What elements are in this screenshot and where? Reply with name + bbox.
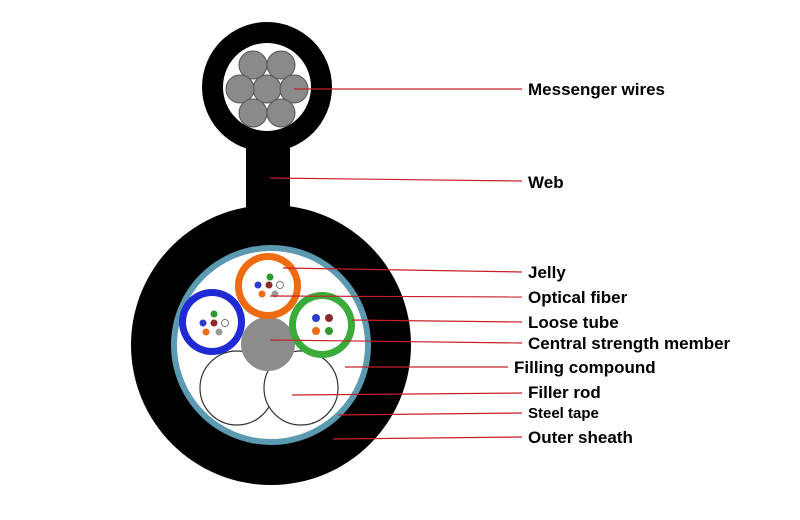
optical-fiber: [210, 310, 218, 318]
label-outer-sheath: Outer sheath: [528, 428, 633, 447]
messenger-wire: [252, 74, 282, 104]
leader-line-outer-sheath: [332, 436, 523, 440]
label-messenger-wires: Messenger wires: [528, 80, 665, 99]
messenger-wire: [238, 50, 268, 80]
label-filling-compound: Filling compound: [514, 358, 656, 377]
loose-tube-green: [289, 292, 355, 358]
label-web: Web: [528, 173, 564, 192]
messenger-wire: [225, 74, 255, 104]
filler-rod: [263, 350, 339, 426]
label-steel-tape: Steel tape: [528, 405, 599, 422]
loose-tube-blue: [179, 289, 245, 355]
optical-fiber: [265, 281, 273, 289]
optical-fiber: [266, 273, 274, 281]
central-strength-member: [241, 317, 295, 371]
leader-line-filler-rod: [291, 392, 523, 396]
label-loose-tube: Loose tube: [528, 313, 619, 332]
messenger-wire: [266, 98, 296, 128]
leader-line-web: [269, 177, 523, 182]
optical-fiber: [210, 319, 218, 327]
label-filler-rod: Filler rod: [528, 383, 601, 402]
leader-line-central-strength-member: [269, 339, 523, 344]
leader-line-optical-fiber: [269, 295, 523, 298]
leader-line-loose-tube: [351, 319, 523, 323]
messenger-wire: [238, 98, 268, 128]
optical-fiber: [312, 327, 320, 335]
loose-tube-orange: [235, 253, 301, 319]
messenger-section: [202, 22, 332, 152]
labels: Messenger wires Web Jelly Optical fiber …: [514, 80, 731, 447]
optical-fiber: [215, 328, 223, 336]
optical-fiber: [202, 328, 210, 336]
optical-fiber: [276, 281, 284, 289]
optical-fiber: [254, 281, 262, 289]
optical-fiber: [312, 314, 320, 322]
optical-fiber: [325, 314, 333, 322]
cable-body: [131, 205, 411, 485]
leader-line-jelly: [282, 267, 523, 273]
tube-jelly: [296, 299, 348, 351]
optical-fiber: [258, 290, 266, 298]
messenger-wire: [266, 50, 296, 80]
optical-fiber: [221, 319, 229, 327]
label-jelly: Jelly: [528, 263, 566, 282]
label-central-strength-member: Central strength member: [528, 334, 731, 353]
leader-line-steel-tape: [337, 412, 523, 416]
label-optical-fiber: Optical fiber: [528, 288, 628, 307]
leader-lines: [269, 88, 523, 440]
optical-fiber: [199, 319, 207, 327]
messenger-wires: [225, 50, 309, 128]
optical-fiber: [325, 327, 333, 335]
